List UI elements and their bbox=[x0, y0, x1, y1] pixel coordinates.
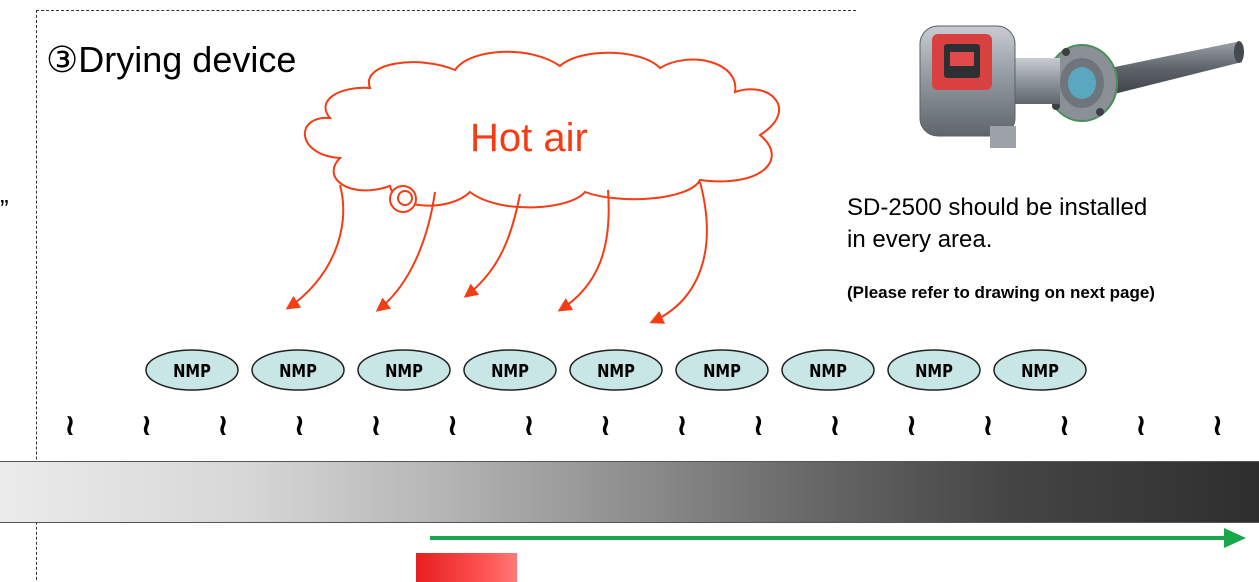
hot-air-arrows bbox=[285, 181, 708, 324]
hot-air-arrow bbox=[649, 181, 708, 324]
vapor-mark: ≀ bbox=[1212, 408, 1223, 443]
hot-air-arrow bbox=[375, 191, 436, 312]
quote-mark: ” bbox=[0, 194, 9, 224]
nmp-bubble: NMP bbox=[569, 349, 663, 391]
nmp-bubble-shape bbox=[993, 349, 1087, 391]
flow-arrow bbox=[430, 528, 1246, 548]
vapor-mark: ≀ bbox=[982, 408, 993, 443]
nmp-label: NMP bbox=[1021, 361, 1059, 382]
nmp-bubble: NMP bbox=[357, 349, 451, 391]
vapor-mark: ≀ bbox=[676, 408, 687, 443]
nmp-bubble-shape bbox=[887, 349, 981, 391]
nmp-bubble: NMP bbox=[993, 349, 1087, 391]
nmp-bubble-shape bbox=[463, 349, 557, 391]
section-title: ③Drying device bbox=[46, 39, 297, 80]
hot-air-arrow bbox=[557, 189, 610, 312]
nmp-label: NMP bbox=[385, 361, 423, 382]
nmp-label: NMP bbox=[809, 361, 847, 382]
vapor-mark: ≀ bbox=[753, 408, 764, 443]
vapor-mark: ≀ bbox=[600, 408, 611, 443]
vapor-marks: ≀ ≀ ≀ ≀ ≀ ≀ ≀ ≀ ≀ ≀ ≀ ≀ ≀ ≀ ≀ ≀ bbox=[64, 408, 1223, 443]
nmp-bubble-shape bbox=[357, 349, 451, 391]
nmp-label: NMP bbox=[279, 361, 317, 382]
hot-air-arrow bbox=[285, 184, 345, 310]
nmp-bubble: NMP bbox=[145, 349, 239, 391]
nmp-bubble-shape bbox=[145, 349, 239, 391]
vapor-mark: ≀ bbox=[829, 408, 840, 443]
nmp-label: NMP bbox=[703, 361, 741, 382]
red-marker bbox=[416, 553, 517, 582]
nmp-label: NMP bbox=[915, 361, 953, 382]
hot-air-arrow bbox=[463, 193, 521, 298]
hot-air-cloud bbox=[303, 50, 781, 209]
nmp-bubble: NMP bbox=[781, 349, 875, 391]
vapor-mark: ≀ bbox=[447, 408, 458, 443]
nmp-bubble-shape bbox=[569, 349, 663, 391]
install-note-line: in every area. bbox=[847, 226, 993, 254]
nmp-bubble: NMP bbox=[251, 349, 345, 391]
vapor-mark: ≀ bbox=[1059, 408, 1070, 443]
drying-area-frame bbox=[36, 10, 856, 582]
vapor-mark: ≀ bbox=[141, 408, 152, 443]
install-note: SD-2500 should be installed in every are… bbox=[847, 192, 1147, 257]
vapor-mark: ≀ bbox=[64, 408, 75, 443]
install-note-line: SD-2500 should be installed bbox=[847, 194, 1148, 221]
nmp-bubble-shape bbox=[675, 349, 769, 391]
refer-note: (Please refer to drawing on next page) bbox=[847, 283, 1155, 302]
vapor-mark: ≀ bbox=[217, 408, 228, 443]
nmp-bubble-shape bbox=[781, 349, 875, 391]
nmp-bubble: NMP bbox=[675, 349, 769, 391]
electrode-sheet bbox=[0, 461, 1259, 523]
vapor-mark: ≀ bbox=[906, 408, 917, 443]
vapor-mark: ≀ bbox=[523, 408, 534, 443]
nmp-bubble: NMP bbox=[463, 349, 557, 391]
nmp-label: NMP bbox=[491, 361, 529, 382]
nmp-bubble-shape bbox=[251, 349, 345, 391]
nmp-label: NMP bbox=[173, 361, 211, 382]
hot-air-label: Hot air bbox=[470, 116, 588, 160]
vapor-mark: ≀ bbox=[370, 408, 381, 443]
vapor-mark: ≀ bbox=[1135, 408, 1146, 443]
nmp-bubbles: NMP NMP NMP NMP NMP NMP NMP NMP NMP bbox=[145, 349, 1087, 391]
nmp-bubble: NMP bbox=[887, 349, 981, 391]
cloud-swirl-icon bbox=[389, 185, 417, 213]
vapor-mark: ≀ bbox=[294, 408, 305, 443]
nmp-label: NMP bbox=[597, 361, 635, 382]
